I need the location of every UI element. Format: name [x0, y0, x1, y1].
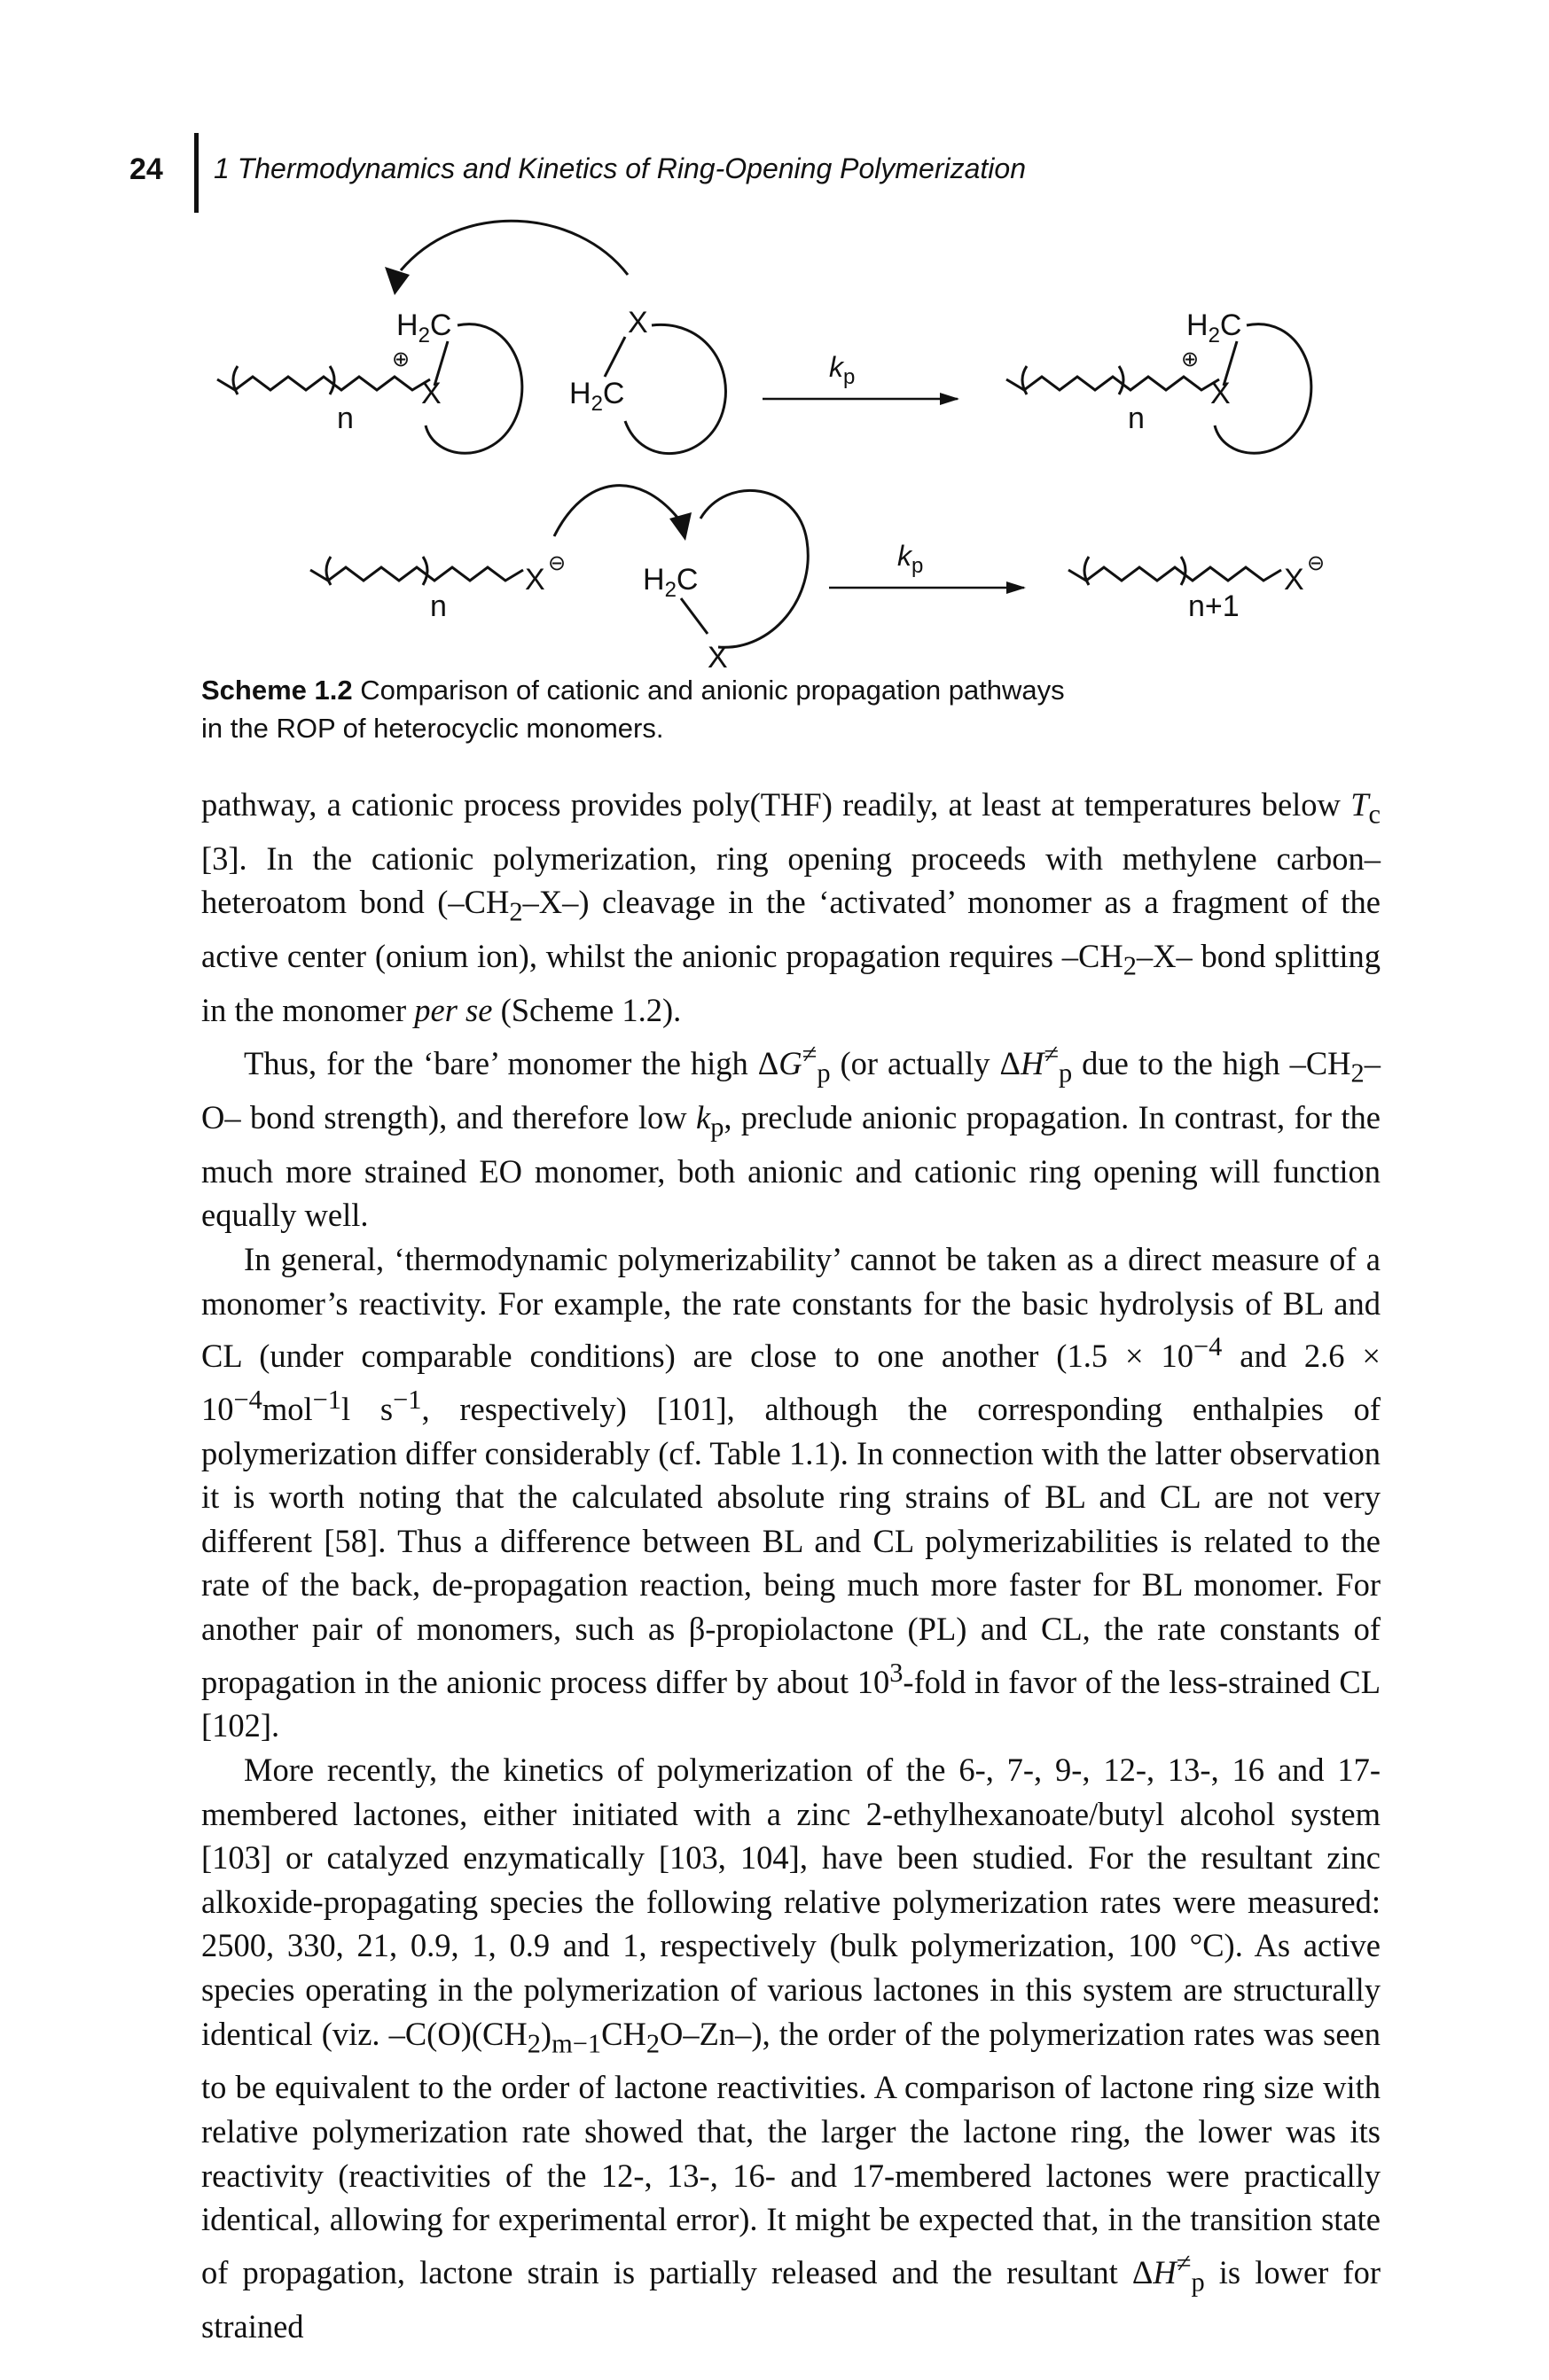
onium-heteroatom-product: X	[1210, 377, 1231, 410]
repeat-bracket-left-product	[1021, 365, 1029, 395]
polymer-chain-anionic	[309, 566, 524, 582]
onium-ring-product	[1213, 323, 1313, 455]
ring-bond-cx	[433, 340, 450, 386]
paragraph-3: In general, ‘thermodynamic polymerizabil…	[201, 1240, 1381, 1744]
running-title: 1 Thermodynamics and Kinetics of Ring-Op…	[214, 152, 1026, 184]
repeat-n-label: n	[337, 402, 354, 435]
repeat-n-label-anionic: n	[430, 589, 447, 623]
repeat-n-plus-1-label: n+1	[1188, 589, 1240, 623]
anion-charge: ⊖	[548, 551, 566, 575]
paragraph-1: pathway, a cationic process provides pol…	[201, 786, 1381, 1029]
monomer-ch2-label-anionic: H2C	[643, 563, 698, 602]
page-header: 24 1 Thermodynamics and Kinetics of Ring…	[0, 133, 1549, 213]
attack-arrow-anionic	[552, 484, 680, 537]
anion-heteroatom: X	[525, 563, 545, 597]
ring-ch2-label: H2C	[396, 308, 451, 347]
repeat-bracket-left	[231, 365, 239, 395]
repeat-bracket-right	[328, 365, 336, 395]
ring-bond-cx-product	[1222, 340, 1239, 386]
repeat-n-label-product: n	[1128, 402, 1145, 435]
anion-charge-product: ⊖	[1307, 551, 1325, 575]
anion-heteroatom-product: X	[1284, 563, 1304, 597]
repeat-bracket-right-product	[1117, 365, 1125, 395]
monomer-ring	[623, 323, 727, 455]
header-divider	[194, 133, 199, 213]
monomer-ch2-label: H2C	[569, 377, 624, 416]
repeat-bracket-right-anionic	[421, 556, 429, 586]
page-number: 24	[129, 152, 163, 186]
ring-ch2-label-product: H2C	[1186, 308, 1241, 347]
onium-heteroatom: X	[421, 377, 442, 410]
kp-arrowhead-anionic	[1006, 581, 1026, 594]
caption-text: Comparison of cationic and anionic propa…	[201, 675, 1065, 744]
monomer-heteroatom: X	[628, 306, 648, 339]
attack-arrowhead-anionic	[669, 512, 692, 541]
scheme-caption: Scheme 1.2 Comparison of cationic and an…	[201, 671, 1088, 747]
monomer-bond-cx-anionic	[679, 597, 709, 635]
polymer-chain-cationic	[216, 375, 431, 392]
polymer-chain-anionic-product	[1068, 566, 1282, 582]
monomer-ring-anionic	[699, 488, 810, 649]
repeat-bracket-left-anionic	[325, 556, 332, 586]
body-text: pathway, a cationic process provides pol…	[201, 783, 1381, 2348]
attack-arrow-cationic	[399, 219, 630, 276]
attack-arrowhead-cationic	[385, 267, 410, 295]
monomer-bond-cx	[603, 336, 627, 378]
paragraph-4: More recently, the kinetics of polymeriz…	[201, 1751, 1381, 2345]
onium-charge-product: ⊕	[1181, 347, 1199, 371]
caption-label: Scheme 1.2	[201, 675, 353, 706]
onium-ring	[424, 323, 524, 455]
polymer-chain-cationic-product	[1005, 375, 1220, 392]
repeat-bracket-right-anionic-product	[1179, 556, 1187, 586]
kp-label-anionic: kp	[897, 540, 923, 578]
kp-label-cationic: kp	[829, 351, 855, 389]
reaction-scheme: n ⊕ X H2C X H2C kp n ⊕ X H2C n X ⊖ H2C X…	[216, 219, 1325, 675]
monomer-heteroatom-anionic: X	[708, 641, 728, 675]
paragraph-2: Thus, for the ‘bare’ monomer the high ΔG…	[201, 1038, 1381, 1234]
kp-arrowhead-cationic	[940, 393, 959, 405]
repeat-bracket-left-anionic-product	[1083, 556, 1091, 586]
onium-charge: ⊕	[392, 347, 410, 371]
